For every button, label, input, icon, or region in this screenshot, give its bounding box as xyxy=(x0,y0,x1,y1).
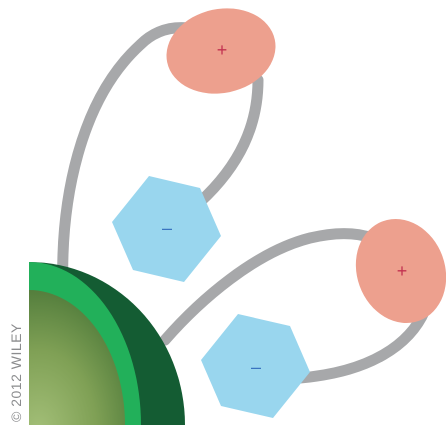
particle xyxy=(29,262,185,425)
positive-group-2 xyxy=(342,206,446,336)
negative-sign-2: – xyxy=(251,357,261,377)
positive-sign-1: + xyxy=(217,40,228,60)
positive-sign-2: + xyxy=(397,261,408,281)
copyright-credit: © 2012 WILEY xyxy=(8,323,24,422)
negative-sign-1: – xyxy=(162,218,172,238)
